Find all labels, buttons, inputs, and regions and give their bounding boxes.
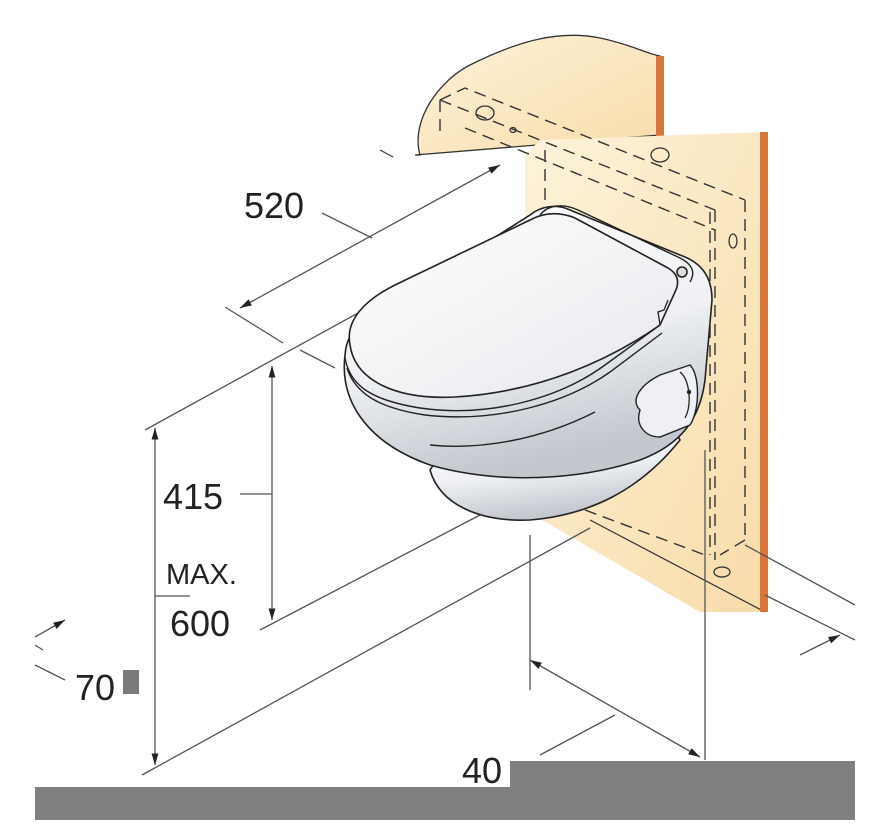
flush-button: [635, 364, 699, 438]
toilet-seat-lid: [348, 212, 679, 399]
dimension-lines: [34, 149, 856, 776]
ext-line-depth-front: [224, 306, 284, 344]
upper-wall-panel: [414, 34, 664, 156]
dim-label-max-height: 600: [170, 603, 230, 644]
hinge-cover: [539, 205, 694, 283]
label-artifact: [123, 670, 139, 694]
frame-holes: [475, 105, 738, 578]
in-wall-frame: [439, 87, 746, 560]
wall-edge: [760, 132, 768, 612]
dim-label-max-prefix: MAX.: [166, 559, 237, 591]
redaction-bar: [510, 761, 855, 791]
seat-ring: [344, 324, 661, 412]
redaction-bar: [35, 787, 855, 820]
frame-hole-icon: [728, 233, 738, 249]
frame-hole-icon: [475, 105, 495, 121]
dim-label-seat-height: 415: [163, 476, 223, 517]
dim-label-side-offset: 70: [75, 667, 115, 708]
frame-hole-icon: [650, 147, 670, 163]
frame-hole-icon: [509, 126, 517, 134]
dim-line-width: [529, 659, 701, 758]
hinge-screw-icon: [676, 266, 688, 278]
dim-label-depth: 520: [244, 185, 304, 226]
toilet: [343, 205, 713, 521]
frame-foot-icon: [713, 566, 731, 578]
leader-depth: [321, 212, 373, 239]
dim-label-width: 40: [462, 750, 502, 791]
flush-button-screw-icon: [686, 389, 692, 395]
